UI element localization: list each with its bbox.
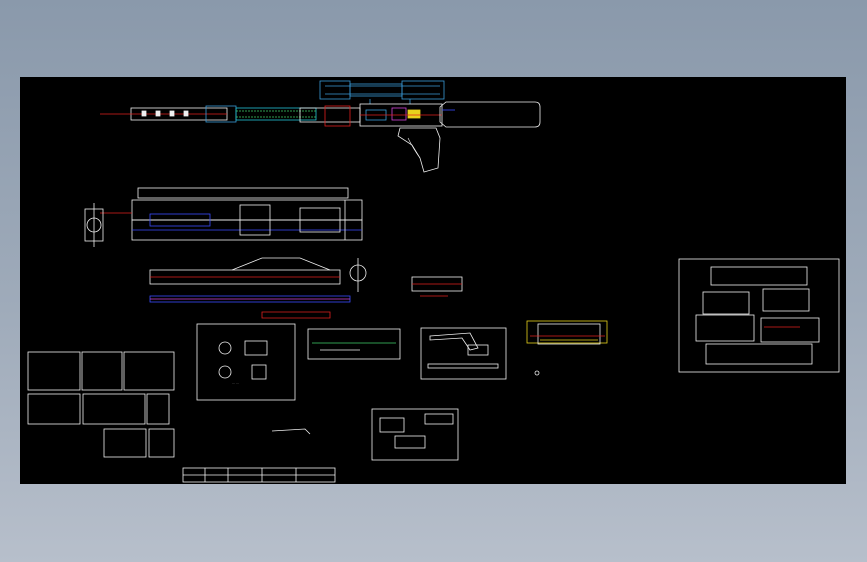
receiver [359, 103, 455, 127]
rifle-assembly[interactable] [100, 80, 541, 173]
sheet-spring-part[interactable] [307, 328, 401, 360]
bolt-detail [411, 276, 463, 297]
loose-detail-pin [271, 370, 540, 435]
sheet-breech-part[interactable] [371, 408, 459, 461]
side-elevation-view[interactable] [100, 187, 363, 241]
barrel-shroud [100, 107, 228, 121]
sheet-small-parts-right[interactable] [678, 258, 840, 373]
rifle-stock [439, 101, 541, 128]
sheet-parts-left[interactable] [27, 351, 175, 458]
title-block[interactable] [182, 467, 336, 483]
telescopic-sight [319, 80, 445, 104]
drawing-sheet: ··· ··· [20, 77, 846, 484]
barrel-assembly-view[interactable] [149, 257, 367, 319]
sheet-lever-part[interactable] [420, 327, 507, 380]
end-detail-view [84, 203, 104, 247]
cad-drawing: ··· ··· [27, 80, 840, 483]
sheet-seal-part[interactable] [526, 320, 608, 345]
pistol-grip [397, 127, 441, 173]
sheet-trigger-parts[interactable]: ··· ··· [196, 323, 296, 401]
svg-text:··· ···: ··· ··· [232, 381, 239, 385]
barrel-body [205, 105, 361, 127]
